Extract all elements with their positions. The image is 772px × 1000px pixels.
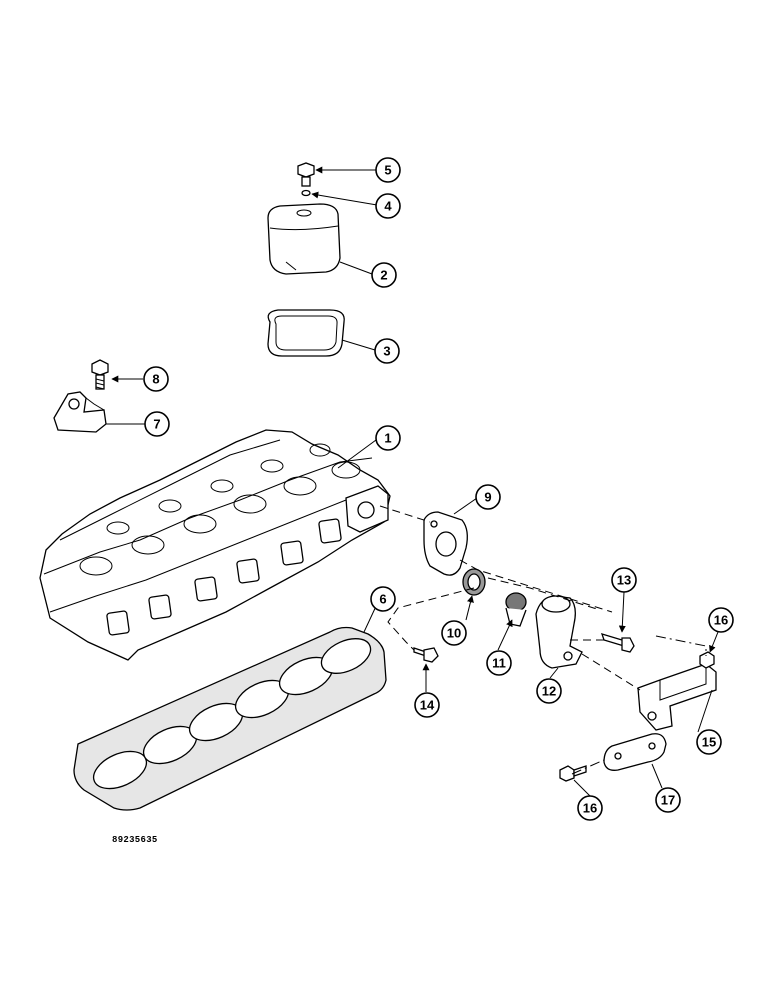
seal-part-10	[462, 568, 486, 596]
assembly-lines	[379, 505, 707, 775]
svg-text:1: 1	[384, 431, 391, 446]
svg-text:7: 7	[153, 417, 160, 432]
callout-2: 2	[371, 262, 397, 288]
callout-11: 11	[486, 650, 512, 676]
bolt-part-8	[91, 359, 109, 390]
svg-text:9: 9	[484, 490, 491, 505]
cover-part-2	[267, 203, 341, 275]
bolt-part-5	[297, 162, 315, 187]
callout-17: 17	[655, 787, 681, 813]
svg-text:15: 15	[702, 735, 716, 750]
svg-text:16: 16	[583, 801, 597, 816]
svg-text:6: 6	[379, 592, 386, 607]
svg-text:8: 8	[152, 372, 159, 387]
svg-text:2: 2	[380, 268, 387, 283]
bracket-part-15	[637, 663, 717, 731]
svg-text:12: 12	[542, 684, 556, 699]
svg-text:10: 10	[447, 626, 461, 641]
cover-plate-part-17	[603, 733, 667, 771]
o-ring-part-4	[301, 189, 311, 197]
figure-code: 89235635	[112, 835, 158, 845]
thermostat-part-11	[505, 592, 527, 627]
callout-14: 14	[414, 692, 440, 718]
svg-text:11: 11	[492, 656, 506, 671]
callout-4: 4	[375, 193, 401, 219]
callout-16-lower: 16	[577, 795, 603, 821]
svg-text:4: 4	[384, 199, 392, 214]
thermostat-housing-part-12	[535, 595, 583, 669]
bolt-part-16-upper	[699, 651, 715, 669]
callout-7: 7	[144, 411, 170, 437]
callout-12: 12	[536, 678, 562, 704]
svg-text:16: 16	[714, 613, 728, 628]
gasket-part-3	[267, 309, 345, 357]
svg-text:5: 5	[384, 163, 391, 178]
svg-text:13: 13	[617, 573, 631, 588]
bolt-part-13	[600, 633, 635, 653]
callout-5: 5	[375, 157, 401, 183]
callout-13: 13	[611, 567, 637, 593]
cylinder-head-part-1	[39, 429, 391, 661]
svg-text:14: 14	[420, 698, 435, 713]
callout-9: 9	[475, 484, 501, 510]
lift-bracket-part-7	[53, 391, 107, 433]
leader-lines	[106, 166, 719, 797]
callout-1: 1	[375, 425, 401, 451]
callout-10: 10	[441, 620, 467, 646]
callout-6: 6	[370, 586, 396, 612]
thermostat-adapter-part-9	[423, 511, 468, 576]
callout-8: 8	[143, 366, 169, 392]
callout-15: 15	[696, 729, 722, 755]
callout-3: 3	[374, 338, 400, 364]
svg-text:3: 3	[383, 344, 390, 359]
svg-text:17: 17	[661, 793, 675, 808]
head-gasket-part-6	[73, 626, 387, 811]
callout-16-upper: 16	[708, 607, 734, 633]
bolt-part-14	[413, 647, 439, 663]
